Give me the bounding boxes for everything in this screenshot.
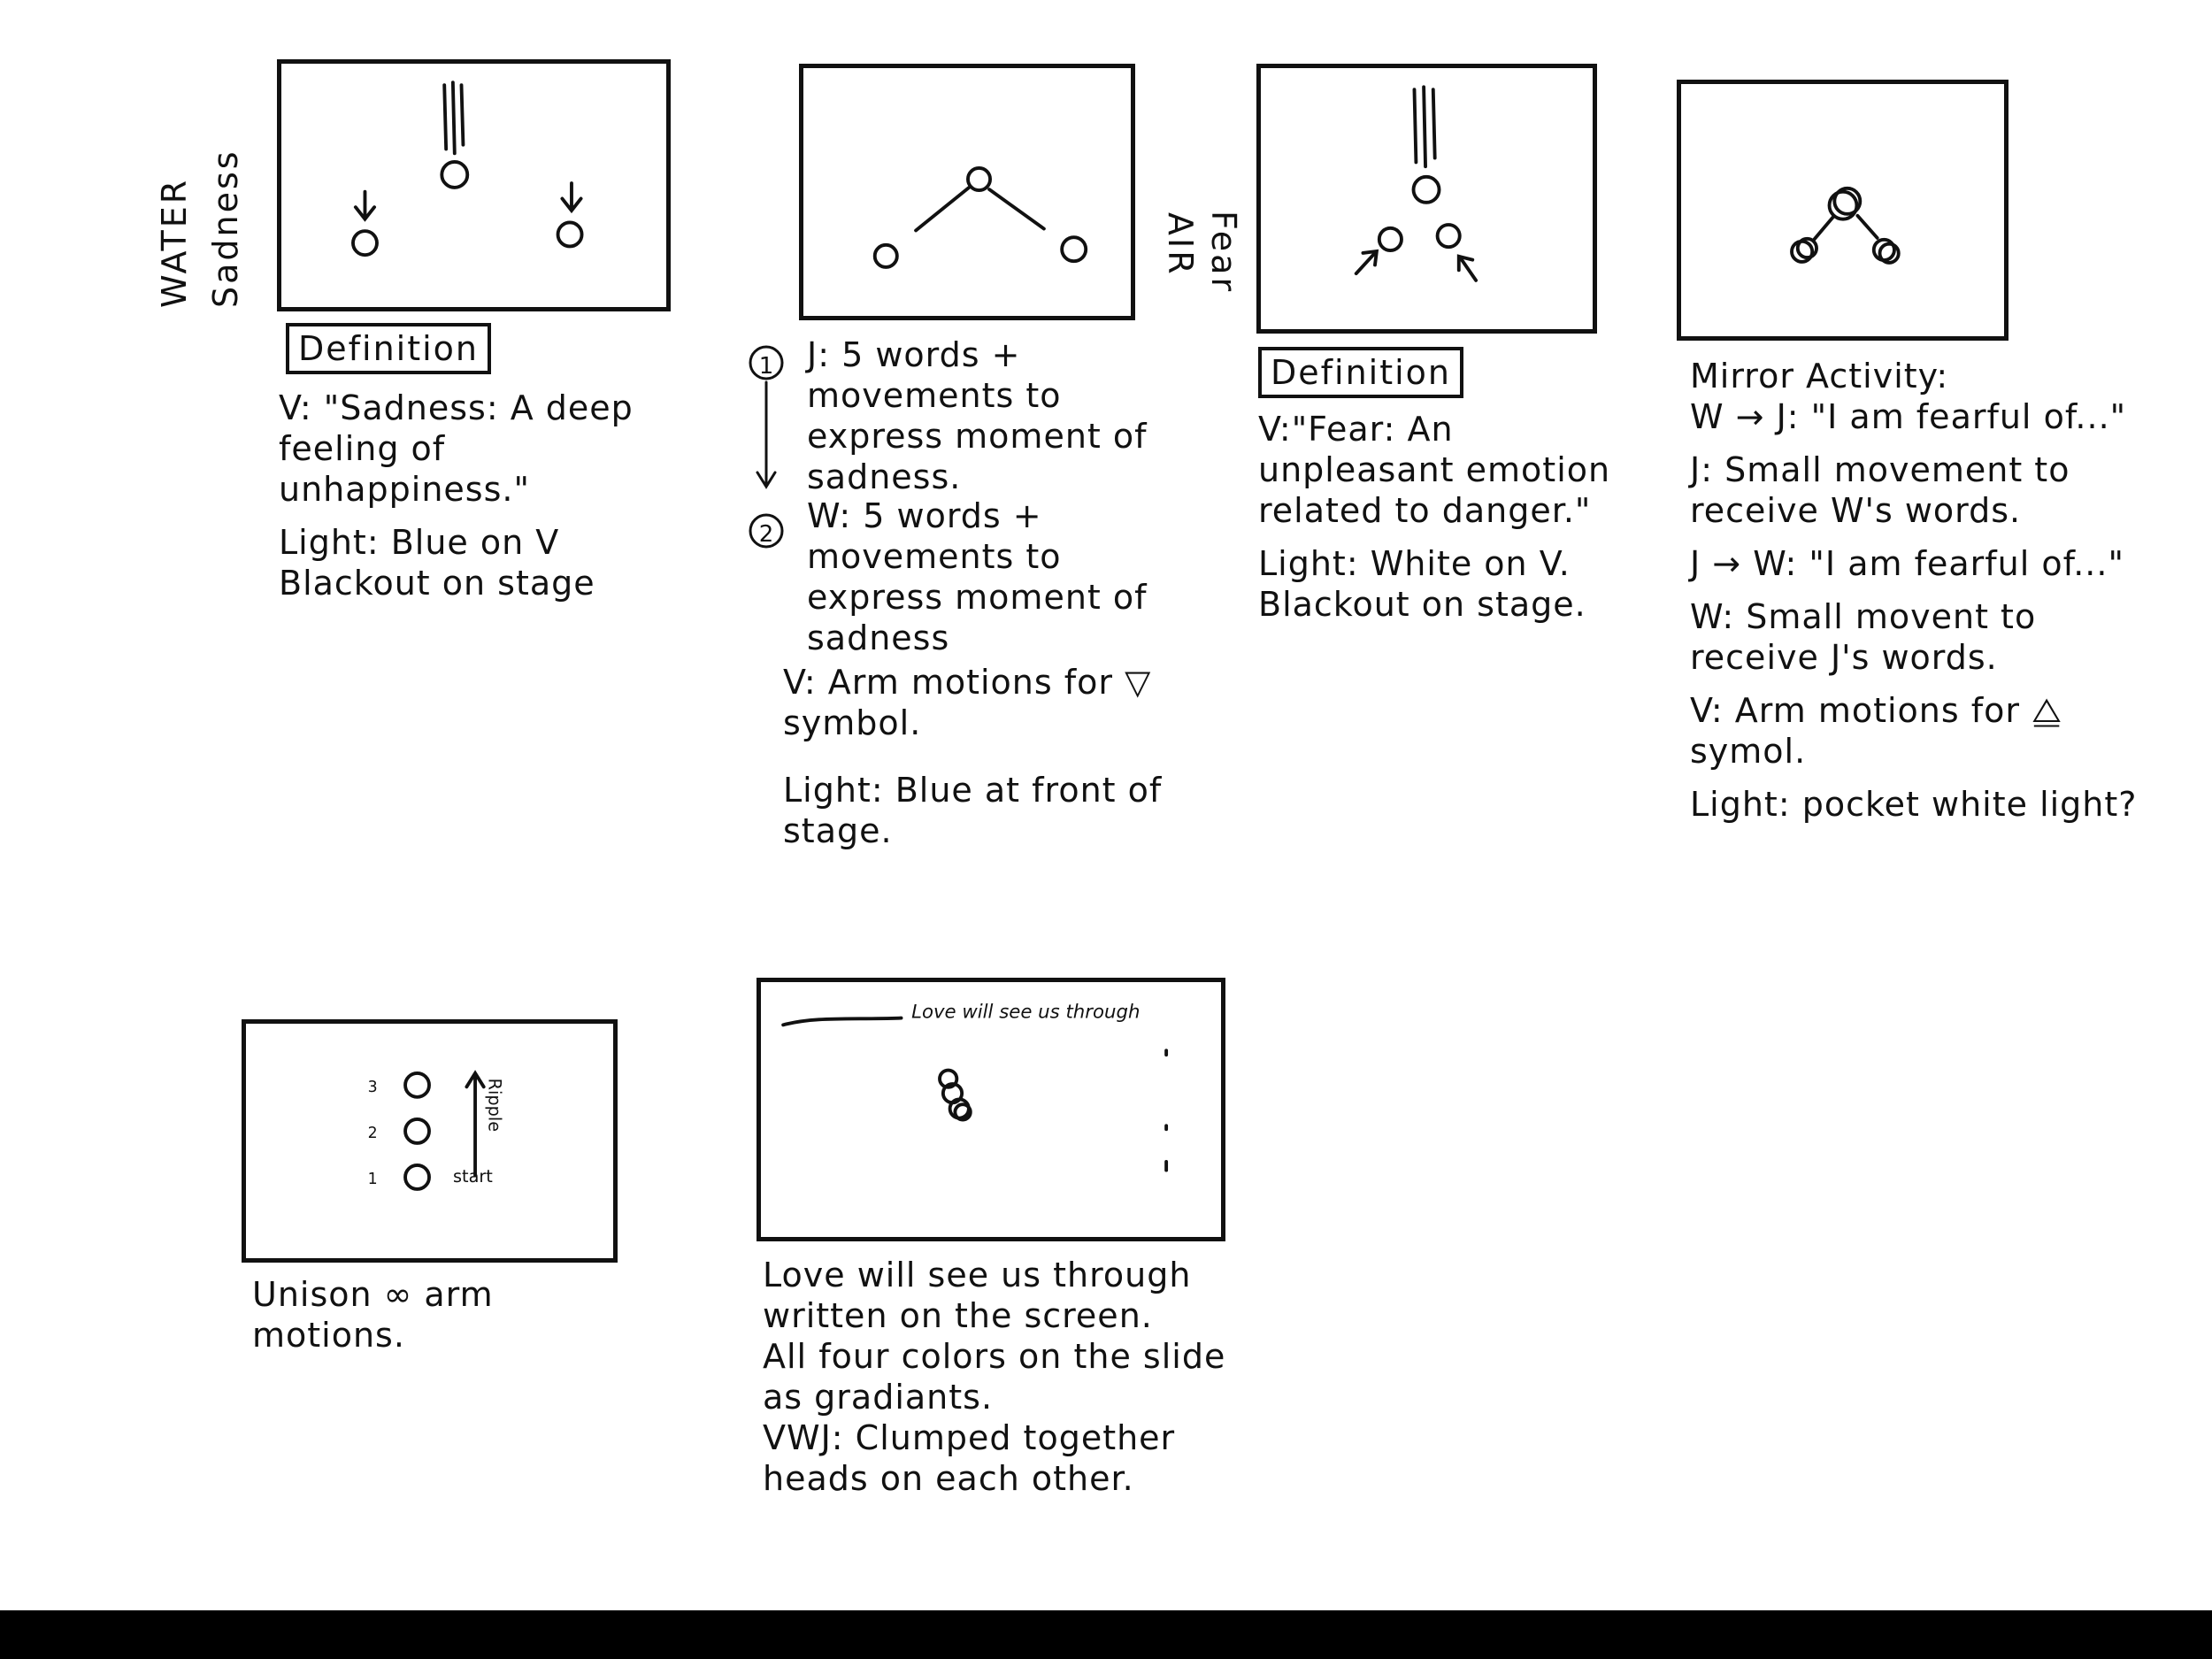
dancer-number-2: 2 bbox=[368, 1125, 378, 1142]
finale-stage-diagram: Love will see us through bbox=[781, 1002, 1169, 1172]
dancer-v bbox=[1411, 174, 1441, 204]
dancer-3 bbox=[403, 1071, 431, 1099]
step-one-marker bbox=[749, 345, 784, 380]
mirror-line-5: V: Arm motions for ⧋ symol. bbox=[1690, 691, 2062, 771]
air-light-text: Light: White on V. Blackout on stage. bbox=[1258, 544, 1586, 624]
air-definition-text: V:"Fear: An unpleasant emotion related t… bbox=[1258, 410, 1611, 530]
dancer-outline bbox=[953, 1102, 972, 1122]
up-arrow-icon bbox=[1354, 249, 1379, 276]
connect-line bbox=[987, 188, 1046, 231]
panel-water-sadness bbox=[277, 59, 671, 311]
ripple-label: Ripple bbox=[484, 1079, 504, 1132]
finale-caption-2: All four colors on the slide as gradiant… bbox=[763, 1337, 1226, 1417]
dancer-number-1: 1 bbox=[368, 1171, 378, 1188]
dancer-v bbox=[938, 1068, 959, 1089]
start-label: start bbox=[453, 1166, 493, 1187]
panel-air-fear bbox=[1256, 64, 1597, 334]
step-two-number: 2 bbox=[759, 521, 774, 548]
water-definition-label: Definition bbox=[286, 323, 492, 374]
down-arrow-icon bbox=[560, 181, 583, 214]
water-light-text: Light: Blue on V Blackout on stage bbox=[279, 523, 595, 603]
mirror-line-6: Light: pocket white light? bbox=[1690, 785, 2138, 824]
ripple-caption: Unison ∞ arm motions. bbox=[252, 1275, 494, 1355]
up-arrow-icon bbox=[465, 1070, 486, 1089]
descend-line bbox=[1412, 88, 1418, 165]
dancer-w bbox=[1377, 226, 1403, 252]
sadness-sequence-step1: J: 5 words + movements to express moment… bbox=[807, 335, 1148, 496]
triangle-stage-diagram bbox=[872, 166, 1088, 269]
mirror-notes: Mirror Activity: W → J: "I am fearful of… bbox=[1690, 356, 2150, 837]
mirror-line-1: W → J: "I am fearful of..." bbox=[1690, 397, 2127, 436]
dancer-j bbox=[948, 1097, 971, 1120]
descend-line bbox=[1422, 85, 1427, 169]
connect-line bbox=[1855, 213, 1879, 240]
panel-finale: Love will see us through bbox=[757, 978, 1225, 1241]
water-notes: V: "Sadness: A deep feeling of unhappine… bbox=[279, 388, 650, 616]
dancer-w bbox=[351, 229, 379, 257]
panel-sadness-triangle bbox=[799, 64, 1135, 320]
descend-line bbox=[450, 81, 457, 156]
water-stage-diagram bbox=[351, 81, 584, 257]
sequence-markers: 1 2 bbox=[749, 345, 784, 549]
dancer-v bbox=[966, 166, 993, 192]
dancer-j bbox=[556, 220, 584, 249]
dancer-j bbox=[1435, 223, 1462, 250]
step-one-number: 1 bbox=[759, 353, 774, 380]
sadness-emotion-label: Sadness bbox=[206, 149, 245, 308]
water-definition-text: V: "Sadness: A deep feeling of unhappine… bbox=[279, 388, 634, 509]
descend-line bbox=[1431, 88, 1437, 160]
mirror-line-4: W: Small movent to receive J's words. bbox=[1690, 597, 2037, 677]
dancer-j bbox=[1060, 235, 1088, 264]
dancer-v bbox=[440, 160, 470, 189]
dancer-v bbox=[1827, 189, 1859, 221]
mirror-stage-diagram bbox=[1790, 186, 1901, 265]
descend-line bbox=[459, 83, 465, 147]
sadness-sequence-notes: V: Arm motions for ▽ symbol. Light: Blue… bbox=[783, 662, 1199, 864]
mirror-line-3: J → W: "I am fearful of..." bbox=[1690, 544, 2124, 583]
dancer-w-outline bbox=[1795, 236, 1818, 260]
finale-caption-3: VWJ: Clumped together heads on each othe… bbox=[763, 1418, 1176, 1498]
air-notes: V:"Fear: An unpleasant emotion related t… bbox=[1258, 409, 1612, 637]
mirror-line-2: J: Small movement to receive W's words. bbox=[1690, 450, 2070, 530]
sadness-light-text: Light: Blue at front of stage. bbox=[783, 771, 1163, 850]
connect-line bbox=[914, 186, 971, 233]
dancer-number-3: 3 bbox=[368, 1079, 378, 1096]
finale-caption: Love will see us through written on the … bbox=[763, 1255, 1258, 1511]
air-definition-label: Definition bbox=[1258, 347, 1464, 398]
sadness-sequence-step2: W: 5 words + movements to express moment… bbox=[807, 496, 1148, 657]
dancer-v-outline bbox=[1832, 186, 1863, 216]
panel-mirror bbox=[1677, 80, 2008, 341]
descend-line bbox=[442, 83, 449, 151]
up-arrow-icon bbox=[1456, 254, 1479, 282]
down-arrow-icon bbox=[353, 189, 377, 222]
page-edge-shadow bbox=[0, 1610, 2212, 1659]
ripple-stage-diagram: 3 2 1 Ripple start bbox=[368, 1070, 504, 1191]
arm-motion-text: V: Arm motions for ▽ symbol. bbox=[783, 663, 1152, 742]
connect-line bbox=[1812, 215, 1835, 242]
air-stage-diagram bbox=[1354, 85, 1479, 282]
finale-caption-1: Love will see us through written on the … bbox=[763, 1256, 1192, 1335]
down-arrow-icon bbox=[756, 471, 777, 489]
dancer-2 bbox=[403, 1118, 431, 1145]
screen-text: Love will see us through bbox=[911, 1002, 1140, 1024]
fear-emotion-label: Fear bbox=[1204, 211, 1243, 295]
screen-underline bbox=[781, 1016, 903, 1027]
dancer-w bbox=[872, 242, 899, 269]
dancer-1 bbox=[403, 1164, 431, 1191]
step-two-marker bbox=[749, 513, 784, 549]
water-element-label: WATER bbox=[155, 177, 194, 308]
panel-ripple: 3 2 1 Ripple start bbox=[242, 1019, 618, 1263]
mirror-title: Mirror Activity: bbox=[1690, 357, 1949, 396]
air-element-label: AIR bbox=[1161, 212, 1200, 277]
dancer-j-outline bbox=[1878, 242, 1901, 265]
